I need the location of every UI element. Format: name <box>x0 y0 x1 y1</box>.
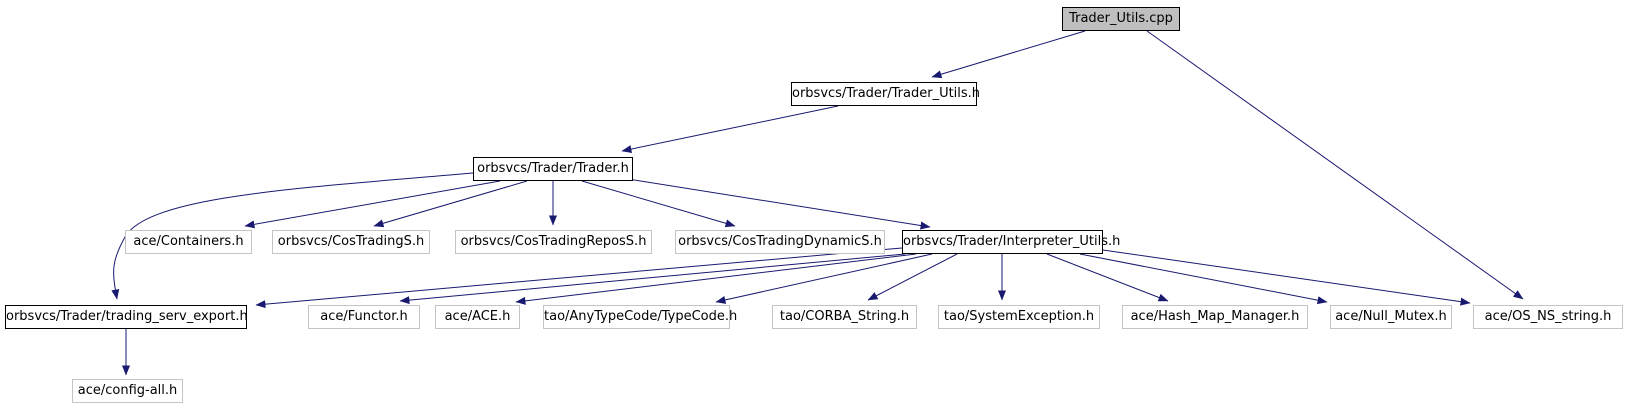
edge-interpreter-utils-h-to-typecode-h <box>715 253 933 304</box>
node-costradings-h[interactable]: orbsvcs/CosTradingS.h <box>272 230 430 254</box>
node-costradingrepos-h[interactable]: orbsvcs/CosTradingReposS.h <box>455 230 652 254</box>
node-trader-utils-cpp[interactable]: Trader_Utils.cpp <box>1062 7 1180 31</box>
edge-trader-utils-h-to-trader-h <box>621 105 839 153</box>
edge-trader-h-to-costradingdynamic-h <box>581 180 736 228</box>
node-interpreter-utils-h[interactable]: orbsvcs/Trader/Interpreter_Utils.h <box>902 230 1120 254</box>
node-trading-serv-export-h[interactable]: orbsvcs/Trader/trading_serv_export.h <box>5 305 248 329</box>
node-costradingdynamic-h[interactable]: orbsvcs/CosTradingDynamicS.h <box>675 230 885 254</box>
edge-interpreter-utils-h-to-ace-h <box>515 253 917 305</box>
edge-interpreter-utils-h-to-null-mutex-h <box>1079 253 1328 305</box>
edge-interpreter-utils-h-to-functor-h <box>399 253 906 305</box>
edge-trader-h-to-interpreter-utils-h <box>627 178 931 230</box>
edge-trader-h-to-costradings-h <box>373 180 528 228</box>
node-functor-h[interactable]: ace/Functor.h <box>308 305 420 329</box>
edge-trader-h-to-containers-h <box>244 180 501 229</box>
node-os-ns-string-h[interactable]: ace/OS_NS_string.h <box>1473 305 1623 329</box>
node-typecode-h[interactable]: tao/AnyTypeCode/TypeCode.h <box>543 305 737 329</box>
node-containers-h[interactable]: ace/Containers.h <box>125 230 252 254</box>
node-hash-map-manager-h[interactable]: ace/Hash_Map_Manager.h <box>1122 305 1308 329</box>
edge-trader-utils-cpp-to-os-ns-string-h <box>1146 30 1524 300</box>
node-config-all-h[interactable]: ace/config-all.h <box>72 379 183 403</box>
edge-trader-h-to-trading-serv-export-h <box>111 172 474 300</box>
node-systemexception-h[interactable]: tao/SystemException.h <box>938 305 1100 329</box>
node-null-mutex-h[interactable]: ace/Null_Mutex.h <box>1330 305 1452 329</box>
node-corba-string-h[interactable]: tao/CORBA_String.h <box>772 305 917 329</box>
node-trader-utils-h[interactable]: orbsvcs/Trader/Trader_Utils.h <box>791 82 980 106</box>
edge-interpreter-utils-h-to-hash-map-manager-h <box>1046 253 1169 302</box>
edge-trader-utils-cpp-to-trader-utils-h <box>931 30 1086 79</box>
node-ace-h[interactable]: ace/ACE.h <box>435 305 520 329</box>
node-trader-h[interactable]: orbsvcs/Trader/Trader.h <box>473 157 633 181</box>
edge-interpreter-utils-h-to-trading-serv-export-h <box>255 247 903 309</box>
edge-interpreter-utils-h-to-corba-string-h <box>867 253 958 301</box>
edge-interpreter-utils-h-to-os-ns-string-h <box>1102 249 1471 306</box>
